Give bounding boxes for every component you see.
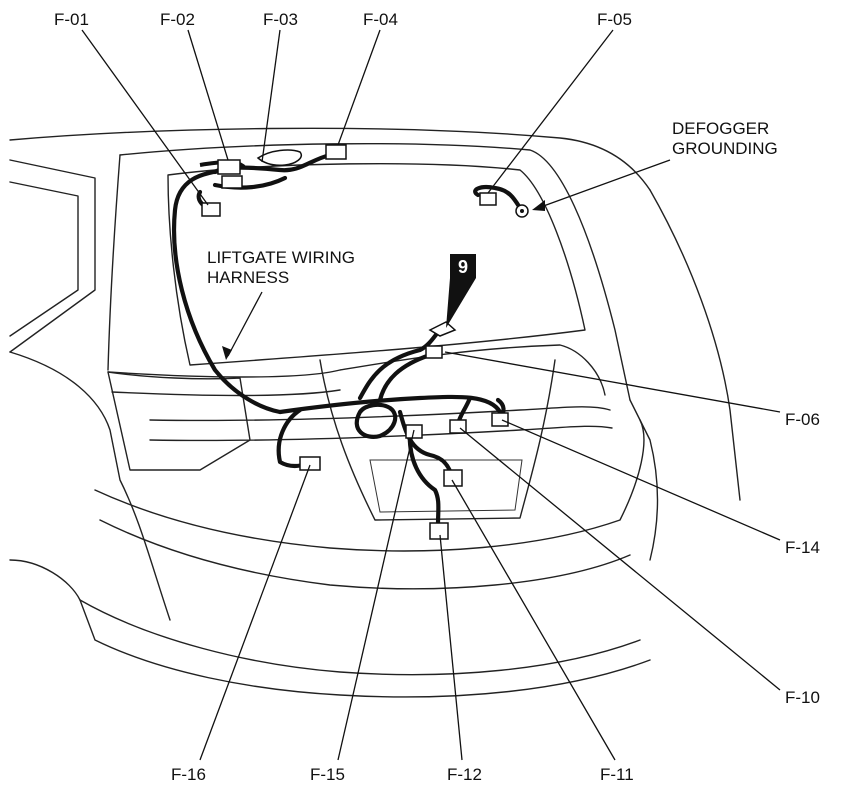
connector-f11: [443, 469, 463, 487]
callout-f05: F-05: [597, 10, 632, 29]
callout-f10: F-10: [785, 688, 820, 707]
leader-lines: [81, 29, 781, 761]
callout-f11: F-11: [600, 765, 634, 784]
defogger-note-line2: GROUNDING: [672, 139, 778, 158]
harness-note-line1: LIFTGATE WIRING: [207, 248, 355, 267]
callout-f16: F-16: [171, 765, 206, 784]
vehicle-outline: [9, 127, 741, 698]
connector-f06: [425, 345, 443, 359]
connector-9: [428, 321, 457, 337]
component-marker-9: 9: [446, 254, 476, 328]
connectors: [201, 144, 529, 540]
callout-labels: F-01 F-02 F-03 F-04 F-05 F-06 F-14 F-10 …: [54, 10, 820, 784]
callout-f12: F-12: [447, 765, 482, 784]
callout-f01: F-01: [54, 10, 89, 29]
wiring-harness: [171, 149, 523, 528]
callout-f06: F-06: [785, 410, 820, 429]
connector-f04: [325, 144, 347, 160]
connector-f16: [299, 456, 321, 471]
connector-f02: [217, 159, 243, 189]
ground-terminal: [515, 204, 529, 218]
defogger-note-line1: DEFOGGER: [672, 119, 769, 138]
connector-f14: [491, 412, 509, 427]
callout-f03: F-03: [263, 10, 298, 29]
callout-f14: F-14: [785, 538, 820, 557]
marker-9-label: 9: [458, 257, 468, 277]
connector-f01: [201, 202, 221, 217]
callout-f15: F-15: [310, 765, 345, 784]
callout-f02: F-02: [160, 10, 195, 29]
connector-f05: [479, 192, 497, 206]
notes: DEFOGGER GROUNDING LIFTGATE WIRING HARNE…: [207, 119, 778, 287]
connector-f12: [429, 522, 449, 540]
callout-f04: F-04: [363, 10, 398, 29]
harness-note-line2: HARNESS: [207, 268, 289, 287]
